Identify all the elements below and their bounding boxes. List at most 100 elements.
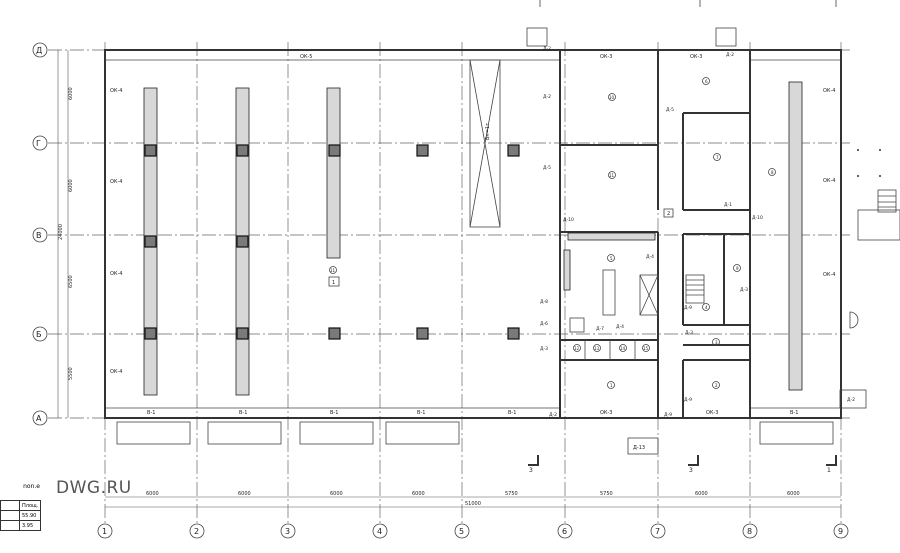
room-5: 5 — [610, 256, 613, 261]
label-window-top: ОК-5 — [300, 54, 312, 60]
right-dots — [857, 149, 881, 177]
label-window-left-4: ОК-4 — [110, 369, 122, 375]
annex-boxes — [526, 27, 900, 455]
door-10: Д-3 — [740, 287, 748, 293]
room-9: 9 — [736, 266, 739, 271]
room-8: 8 — [771, 170, 774, 175]
legend-table: Площ. 55.90 3.95 — [0, 500, 42, 531]
section-marks-top — [539, 0, 837, 7]
axis-4: 4 — [377, 527, 382, 536]
dim-left-total: 24000 — [58, 224, 64, 240]
room-13: 13 — [594, 346, 600, 351]
label-window-room-3: ОК-3 — [600, 410, 612, 416]
label-gate-2: В-1 — [239, 410, 247, 416]
legend-header: Площ. — [18, 500, 42, 511]
room-numbers: 10 11 7 6 8 9 5 4 3 2 1 11 12 13 14 15 — [329, 77, 776, 389]
label-gate-4: В-1 — [417, 410, 425, 416]
axis-5: 5 — [459, 527, 464, 536]
gate-pockets — [116, 421, 834, 445]
door-2: Д-2 — [726, 52, 734, 58]
dim-bottom-total: 51000 — [465, 501, 481, 507]
axis-B: Б — [36, 330, 42, 339]
door-18: Д-3 — [685, 330, 693, 336]
axis-bubbles-left: Д Г В Б А — [32, 42, 48, 426]
axis-2: 2 — [194, 527, 199, 536]
label-window-left-2: ОК-4 — [110, 179, 122, 185]
marker-boxes: 1 2 Д-13 — [328, 208, 674, 451]
room-12: 12 — [574, 346, 580, 351]
label-window-right-3: ОК-4 — [823, 272, 835, 278]
office-block-walls — [559, 50, 751, 418]
label-gate-5: В-1 — [508, 410, 516, 416]
crane-beam — [469, 59, 501, 228]
left-dimensions: 6000 6000 6500 5500 24000 — [57, 50, 74, 418]
door-19: Д-9 — [684, 397, 692, 403]
dim-bottom-3: 6000 — [330, 491, 343, 497]
door-3: Д-5 — [666, 107, 674, 113]
section-mark-2: 3 — [689, 467, 693, 474]
axis-A: А — [36, 414, 42, 423]
columns — [144, 144, 520, 340]
label-window-right-2: ОК-4 — [823, 178, 835, 184]
label-stair-door: Д-13 — [633, 445, 645, 451]
section-cuts-bottom: 3 3 1 — [528, 455, 837, 474]
label-window-room-2: ОК-3 — [690, 54, 702, 60]
window-labels: ОК-5 ОК-4 ОК-4 ОК-4 ОК-4 ОК-4 ОК-4 ОК-4 … — [110, 54, 835, 416]
marker-box-1: 1 — [332, 280, 335, 286]
axis-7: 7 — [655, 527, 660, 536]
dim-bottom-7: 6000 — [695, 491, 708, 497]
room-11b: 11 — [330, 268, 336, 273]
axis-1: 1 — [102, 527, 107, 536]
room-6: 6 — [705, 79, 708, 84]
axis-D: Д — [36, 46, 42, 55]
dim-bottom-5: 5750 — [505, 491, 518, 497]
dim-left-4: 5500 — [68, 367, 74, 380]
label-window-left-3: ОК-4 — [110, 271, 122, 277]
dim-left-2: 6000 — [68, 179, 74, 192]
room-1: 1 — [610, 383, 613, 388]
door-21: Д-2 — [847, 397, 855, 403]
dim-bottom-8: 6000 — [787, 491, 800, 497]
door-17: Д-2 — [549, 412, 557, 418]
door-9: Д-9 — [684, 305, 692, 311]
dim-left-3: 6500 — [68, 275, 74, 288]
vertical-axes — [104, 42, 842, 525]
axis-G: Г — [36, 139, 41, 148]
room-10: 10 — [609, 95, 615, 100]
door-6: Д-10 — [752, 215, 763, 221]
room-2: 2 — [715, 383, 718, 388]
label-gate-3: В-1 — [330, 410, 338, 416]
room-4: 4 — [705, 305, 708, 310]
axis-6: 6 — [562, 527, 567, 536]
watermark-text: DWG.RU — [56, 478, 132, 498]
legend-row-2: 3.95 — [18, 520, 42, 531]
room-15: 15 — [643, 346, 649, 351]
legend-row-1: 55.90 — [18, 510, 42, 521]
door-16: Д-3 — [540, 346, 548, 352]
section-mark-1: 3 — [529, 467, 533, 474]
dim-bottom-4: 6000 — [412, 491, 425, 497]
door-1: Д-2 — [543, 46, 551, 52]
axis-bubbles-bottom: 1 2 3 4 5 6 7 8 9 — [97, 523, 849, 539]
dim-bottom-1: 6000 — [146, 491, 159, 497]
axis-9: 9 — [838, 527, 843, 536]
door-15: Д-4 — [616, 324, 624, 330]
label-window-right-1: ОК-4 — [823, 88, 835, 94]
room-3: 3 — [715, 340, 718, 345]
axis-3: 3 — [285, 527, 290, 536]
axis-8: 8 — [747, 527, 752, 536]
legend-caption: non.e — [23, 483, 40, 490]
dim-left-1: 6000 — [68, 87, 74, 100]
section-mark-3: 1 — [827, 467, 831, 474]
door-8: Д-4 — [646, 254, 654, 260]
door-13: Д-6 — [540, 321, 548, 327]
room-7: 7 — [716, 155, 719, 160]
marker-box-2: 2 — [667, 211, 670, 217]
label-crane: Бн=1т — [485, 123, 491, 140]
label-window-left-1: ОК-4 — [110, 88, 122, 94]
label-window-room-1: ОК-3 — [600, 54, 612, 60]
bottom-dimensions: 6000 6000 6000 6000 5750 5750 6000 6000 … — [105, 491, 841, 508]
stairs — [685, 189, 897, 304]
gate-labels: В-1 В-1 В-1 В-1 В-1 В-1 — [147, 410, 798, 416]
